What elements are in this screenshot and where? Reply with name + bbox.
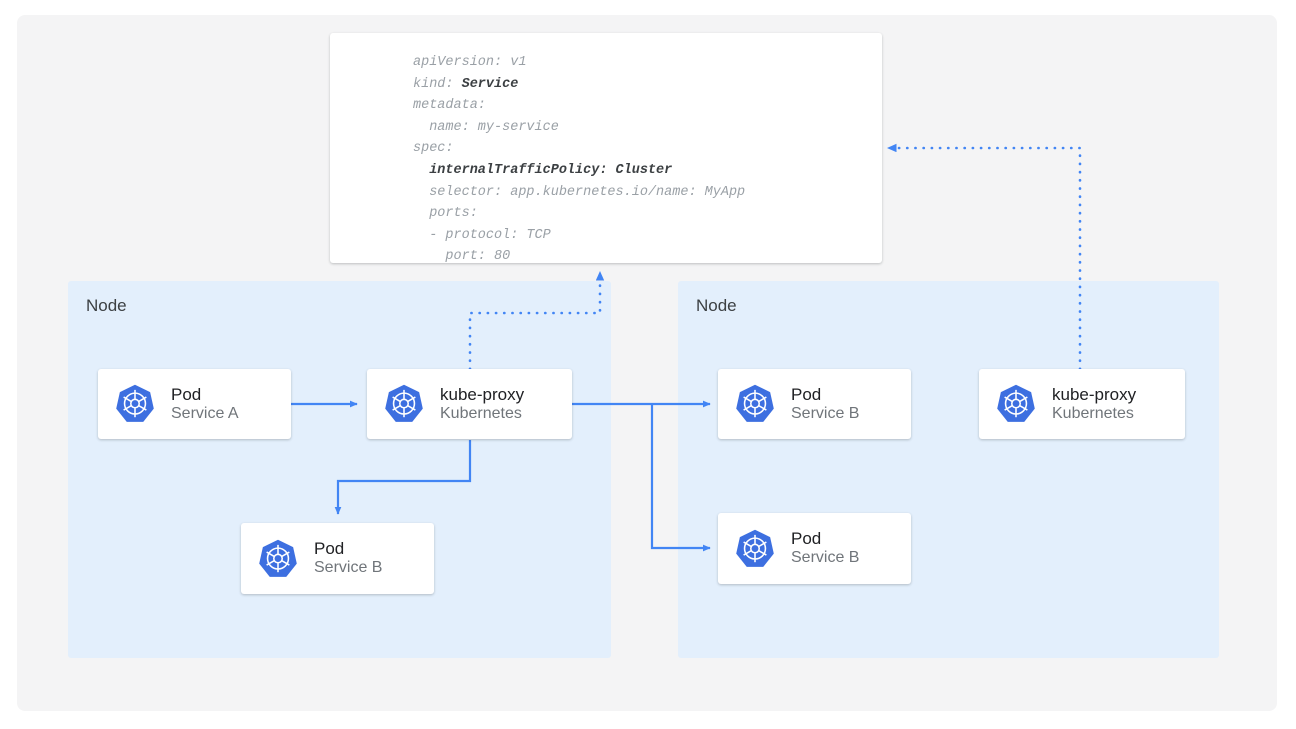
node-region-right (678, 281, 1219, 658)
kube-proxy-right-text: kube-proxy Kubernetes (1052, 385, 1136, 424)
kubernetes-logo-icon (116, 384, 154, 422)
pod-service-b-right-bottom-text: Pod Service B (791, 529, 859, 568)
card-subtitle: Kubernetes (1052, 404, 1134, 422)
pod-service-a-card[interactable]: Pod Service A (98, 369, 291, 439)
card-subtitle: Service B (791, 549, 860, 567)
card-title: kube-proxy (440, 384, 525, 404)
pod-service-b-right-top-text: Pod Service B (791, 385, 859, 424)
pod-service-b-right-bottom-card[interactable]: Pod Service B (718, 513, 911, 584)
pod-service-a-text: Pod Service A (171, 385, 239, 424)
card-subtitle: Service A (171, 404, 239, 422)
kubernetes-logo-icon (997, 384, 1035, 422)
service-spec-card: apiVersion: v1 kind: Service metadata: n… (330, 33, 882, 263)
pod-service-b-left-card[interactable]: Pod Service B (241, 523, 434, 594)
pod-service-b-left-text: Pod Service B (314, 539, 382, 578)
node-region-left (68, 281, 611, 658)
card-title: Pod (314, 539, 345, 559)
kubernetes-logo-icon (385, 384, 423, 422)
node-label-right: Node (696, 296, 737, 315)
card-subtitle: Kubernetes (440, 404, 522, 422)
pod-service-b-right-top-card[interactable]: Pod Service B (718, 369, 911, 439)
kube-proxy-left-card[interactable]: kube-proxy Kubernetes (367, 369, 572, 439)
service-spec-code: apiVersion: v1 kind: Service metadata: n… (413, 55, 746, 263)
kube-proxy-left-text: kube-proxy Kubernetes (440, 385, 524, 424)
kube-proxy-right-card[interactable]: kube-proxy Kubernetes (979, 369, 1185, 439)
card-title: Pod (791, 384, 822, 404)
card-title: Pod (791, 529, 822, 549)
card-subtitle: Service B (791, 404, 860, 422)
card-title: Pod (171, 384, 202, 404)
kubernetes-logo-icon (259, 539, 297, 577)
card-subtitle: Service B (314, 559, 383, 577)
node-label-left: Node (86, 296, 127, 315)
kubernetes-logo-icon (736, 384, 774, 422)
card-title: kube-proxy (1052, 384, 1137, 404)
kubernetes-logo-icon (736, 529, 774, 567)
